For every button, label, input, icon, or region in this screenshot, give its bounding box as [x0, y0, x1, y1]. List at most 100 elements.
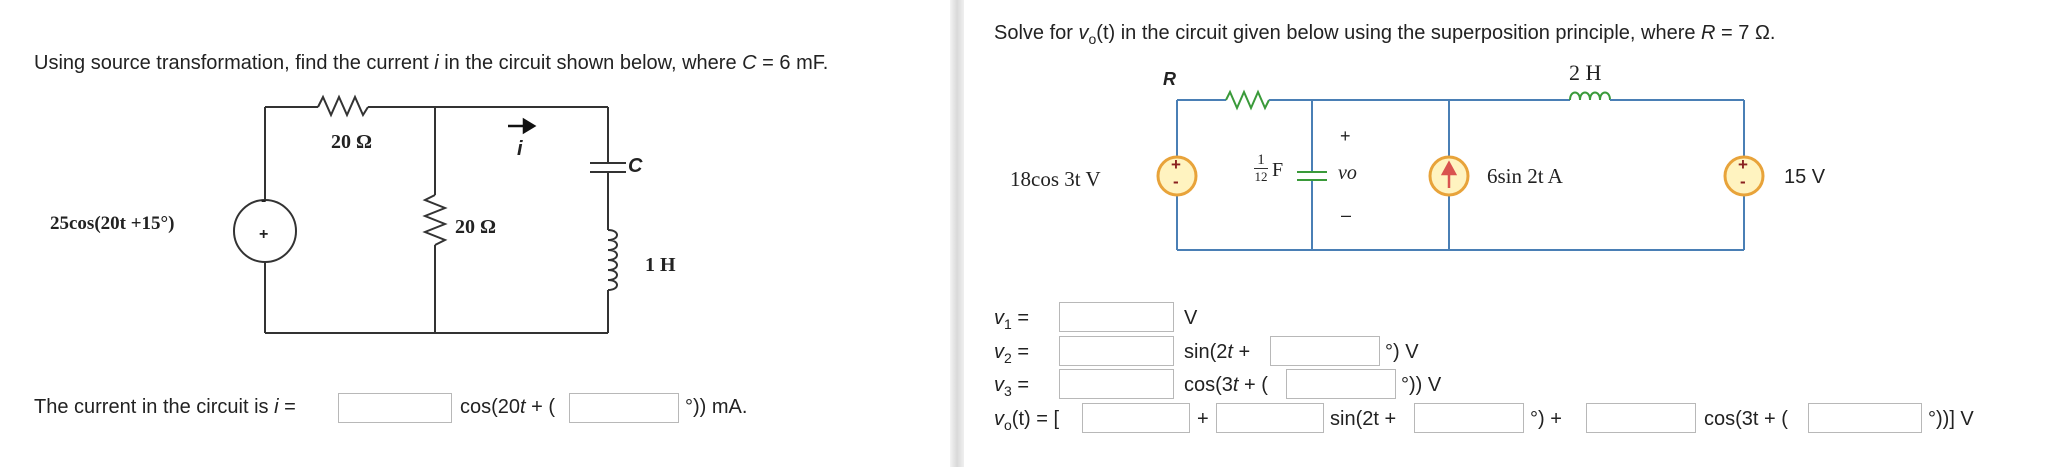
question-var-i: i — [434, 52, 439, 74]
rq-suffix: = 7 Ω. — [1715, 22, 1776, 44]
vo-dc-input[interactable] — [1082, 403, 1190, 433]
vo-cos-phase-input[interactable] — [1808, 403, 1922, 433]
v3-cos: cos(3 — [1184, 374, 1233, 396]
vo-label: vo — [1338, 162, 1357, 184]
question-prefix: Using source transformation, find the cu… — [34, 52, 435, 74]
dcsource-label: 15 V — [1784, 166, 1826, 188]
resistor-mid-label: 20 Ω — [455, 216, 497, 238]
v3-cos-text: cos(3t + ( — [1184, 374, 1268, 397]
v3-unit: °)) V — [1401, 374, 1442, 396]
v3-amplitude-input[interactable] — [1059, 369, 1174, 399]
v1-eq: = — [1011, 307, 1030, 329]
dc-vsource-circle — [1723, 155, 1765, 197]
vo-eq-label: vo(t) = [ — [994, 408, 1059, 433]
cap-unit: F — [1272, 159, 1284, 181]
answer-plus-paren: + ( — [525, 396, 556, 418]
right-circuit-diagram — [1156, 89, 1765, 251]
v3-var: v — [994, 374, 1004, 396]
answer-suffix: °)) mA. — [685, 396, 748, 418]
vo-sin-phase-input[interactable] — [1414, 403, 1524, 433]
rq-prefix: Solve for — [994, 22, 1079, 44]
vo-var: v — [994, 408, 1004, 430]
left-question-text: Using source transformation, find the cu… — [34, 52, 828, 75]
v2-sin: sin(2 — [1184, 341, 1228, 363]
question-middle: in the circuit shown below, where — [438, 52, 743, 74]
v2-plus: + — [1232, 341, 1251, 363]
source-plus-sign: + — [259, 226, 269, 243]
answer-label: The current in the circuit is i = — [34, 396, 296, 419]
inductor-2h-label: 2 H — [1569, 60, 1602, 85]
inductor-label: 1 H — [645, 254, 676, 276]
v2-phase-input[interactable] — [1270, 336, 1380, 366]
resistor-top-label: 20 Ω — [331, 131, 373, 153]
v1-sub: 1 — [1004, 316, 1012, 332]
v2-sin-text: sin(2t + — [1184, 341, 1250, 364]
vo-minus: – — [1341, 205, 1352, 225]
v3-t: t — [1232, 374, 1239, 396]
current-arrow — [508, 117, 537, 135]
capacitor-label: C — [628, 155, 643, 177]
dcsource-plus: + — [1738, 155, 1748, 174]
vo-sin-amplitude-input[interactable] — [1216, 403, 1324, 433]
v2-amplitude-input[interactable] — [1059, 336, 1174, 366]
question-var-c: C — [742, 52, 757, 74]
answer-var-i: i — [274, 396, 279, 418]
v2-var: v — [994, 341, 1004, 363]
question-suffix: = 6 mF. — [756, 52, 829, 74]
vo-sin-text: sin(2t + — [1330, 408, 1397, 430]
r-label: R — [1163, 69, 1176, 89]
right-question-text: Solve for vo(t) in the circuit given bel… — [994, 22, 1775, 47]
rq-mid: (t) in the circuit given below using the… — [1096, 22, 1702, 44]
v2-t: t — [1227, 341, 1233, 363]
isource-arrow — [1440, 160, 1458, 188]
rq-var-r: R — [1701, 22, 1716, 44]
vo-tpart: (t) = [ — [1011, 408, 1060, 430]
rq-var-v: v — [1078, 22, 1089, 44]
vo-sub: o — [1004, 417, 1012, 433]
answer-cos-prefix: cos(20 — [460, 396, 521, 418]
source-minus-sign: - — [261, 192, 267, 209]
v2-label: v2 = — [994, 341, 1029, 366]
vo-end-text: °))] V — [1928, 408, 1974, 430]
cap-num: 1 — [1254, 152, 1268, 169]
v3-phase-input[interactable] — [1286, 369, 1396, 399]
answer-eq: = — [278, 396, 296, 418]
current-label: i — [517, 138, 523, 160]
answer-cos-text: cos(20t + ( — [460, 396, 555, 419]
resistor-r — [1225, 89, 1270, 111]
vo-plus-1: + — [1197, 408, 1209, 430]
left-circuit-diagram — [233, 94, 626, 334]
vo-mid-text: °) + — [1530, 408, 1562, 430]
v1-var: v — [994, 307, 1004, 329]
rq-sub-o: o — [1088, 31, 1097, 47]
resistor-mid — [422, 194, 448, 246]
vo-plus: + — [1340, 126, 1351, 146]
answer-prefix: The current in the circuit is — [34, 396, 275, 418]
cap-fraction: 1 12 — [1254, 152, 1268, 185]
v1-input[interactable] — [1059, 302, 1174, 332]
vo-cos-amplitude-input[interactable] — [1586, 403, 1696, 433]
v1-unit: V — [1184, 307, 1198, 329]
resistor-top — [317, 94, 369, 118]
inductor-2h — [1569, 91, 1611, 101]
v2-unit: °) V — [1385, 341, 1419, 363]
left-problem-panel: Using source transformation, find the cu… — [0, 0, 950, 467]
v3-plus-paren: + ( — [1238, 374, 1268, 396]
v3-label: v3 = — [994, 374, 1029, 399]
current-phase-input[interactable] — [569, 393, 679, 423]
vo-cos-text: cos(3t + ( — [1704, 408, 1788, 430]
v3-sub: 3 — [1004, 383, 1012, 399]
vsource-plus: + — [1171, 155, 1181, 174]
v2-eq: = — [1011, 341, 1030, 363]
v3-eq: = — [1011, 374, 1030, 396]
panel-divider — [950, 0, 964, 467]
current-amplitude-input[interactable] — [338, 393, 452, 423]
cap-den: 12 — [1254, 169, 1268, 184]
inductor-coil — [607, 229, 618, 291]
dcsource-minus: - — [1740, 172, 1746, 191]
v1-label: v1 = — [994, 307, 1029, 332]
vsource-label: 18cos 3t V — [1010, 167, 1101, 191]
answer-t: t — [520, 396, 526, 418]
source-label: 25cos(20t +15°) — [50, 213, 175, 234]
ac-source-circle — [233, 199, 297, 263]
